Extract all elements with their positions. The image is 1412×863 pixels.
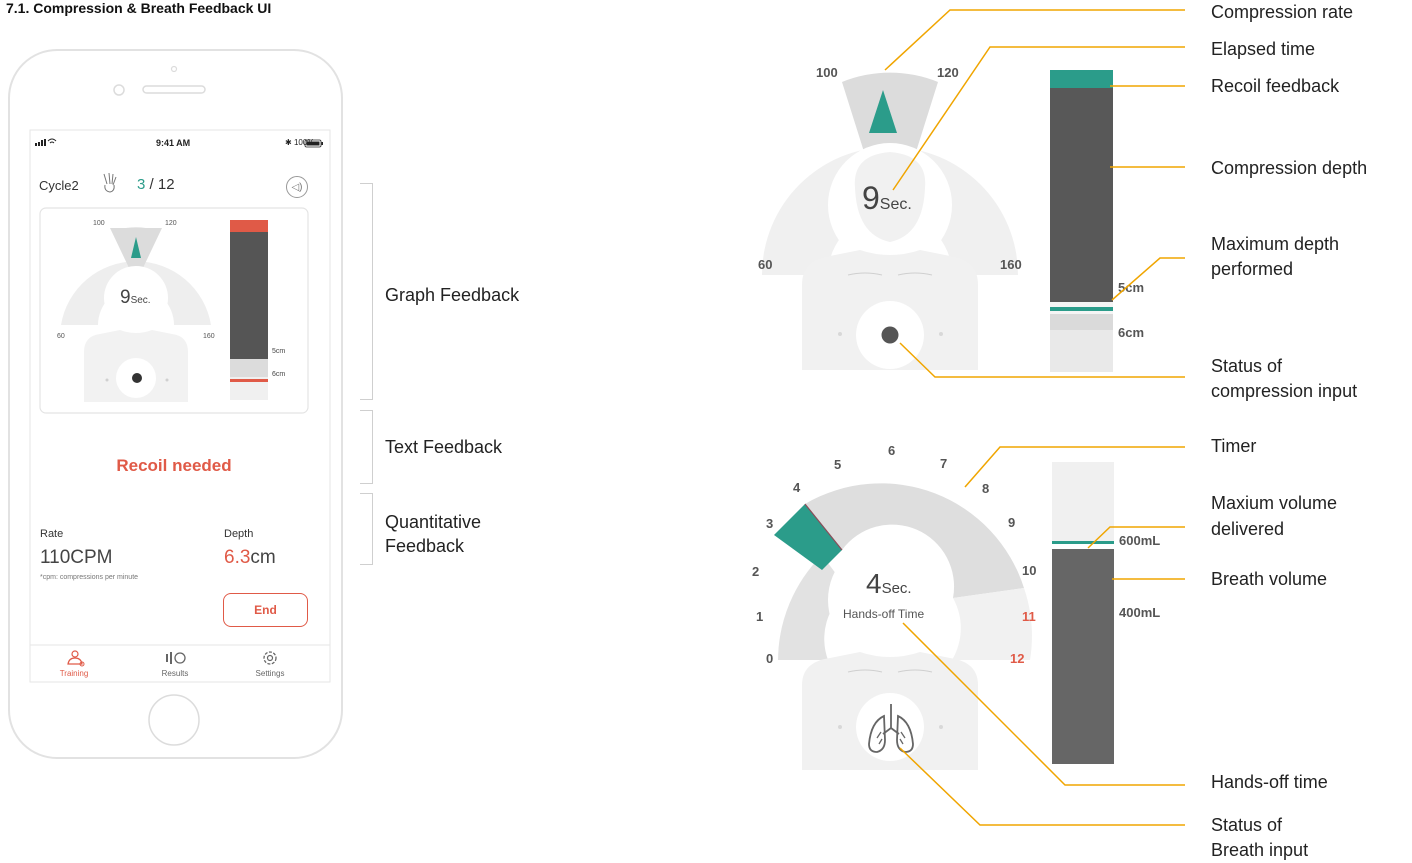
comp-depth-6cm: 6cm xyxy=(1118,325,1145,340)
lungs-icon xyxy=(868,704,914,753)
comp-elapsed: 9Sec. xyxy=(862,180,912,217)
timer-tick-6: 6 xyxy=(888,443,896,458)
breath-diagram xyxy=(774,462,1114,770)
phone-frame xyxy=(8,49,343,759)
hands-off-subtitle: Hands-off Time xyxy=(843,607,925,621)
comp-tick-100: 100 xyxy=(816,65,838,80)
depth-label: Depth xyxy=(224,528,254,540)
quant-feedback-label-1: Quantitative xyxy=(385,512,482,532)
nav-training[interactable]: Training xyxy=(49,647,99,681)
callout-max-depth-1: Maximum depth xyxy=(1211,234,1340,254)
timer-tick-9: 9 xyxy=(1008,515,1016,530)
graph-feedback-label: Graph Feedback xyxy=(385,285,520,305)
elapsed-unit: Sec. xyxy=(130,295,151,306)
depth-unit: cm xyxy=(250,547,276,568)
text-feedback-label: Text Feedback xyxy=(385,437,503,457)
rate-value: 110CPM xyxy=(40,547,113,568)
callout-hands-off-time: Hands-off time xyxy=(1211,772,1328,792)
timer-tick-2: 2 xyxy=(752,564,760,579)
callout-status-compression-1: Status of xyxy=(1211,356,1283,376)
gauge-tick-60: 60 xyxy=(57,333,65,340)
timer-tick-1: 1 xyxy=(756,609,764,624)
timer-tick-5: 5 xyxy=(834,457,842,472)
callout-max-depth-2: performed xyxy=(1211,259,1294,279)
rate-note: *cpm: compressions per minute xyxy=(40,574,139,581)
battery-label: 100% xyxy=(293,138,315,147)
nav-training-label: Training xyxy=(59,669,89,678)
text-bracket xyxy=(360,410,373,484)
results-icon xyxy=(166,652,186,664)
quant-feedback-label-2: Feedback xyxy=(385,536,465,556)
battery-percent: ✱ 100% xyxy=(285,138,314,147)
compression-count: 3 / 12 xyxy=(137,176,175,193)
callout-max-volume-1: Maxium volume xyxy=(1211,493,1338,513)
nav-results-label: Results xyxy=(161,669,189,678)
text-feedback: Recoil needed xyxy=(116,456,232,475)
callout-status-breath-1: Status of xyxy=(1211,815,1283,835)
comp-tick-60: 60 xyxy=(758,257,773,272)
callout-elapsed-time: Elapsed time xyxy=(1211,39,1316,59)
end-button[interactable]: End xyxy=(223,593,308,627)
volume-mark-600: 600mL xyxy=(1119,533,1161,548)
nav-settings[interactable]: Settings xyxy=(245,647,295,681)
hands-off-value: 4Sec. xyxy=(866,568,912,600)
timer-tick-10: 10 xyxy=(1022,563,1037,578)
depth-value: 6.3cm xyxy=(224,547,276,569)
callout-max-volume-2: delivered xyxy=(1211,519,1285,539)
quant-bracket xyxy=(360,493,373,565)
comp-tick-120: 120 xyxy=(937,65,959,80)
hands-off-unit: Sec. xyxy=(881,580,912,597)
callout-timer: Timer xyxy=(1211,436,1257,456)
page-title: 7.1. Compression & Breath Feedback UI xyxy=(6,0,272,16)
comp-depth-5cm: 5cm xyxy=(1118,280,1145,295)
callout-compression-depth: Compression depth xyxy=(1211,158,1368,178)
graph-bracket xyxy=(360,183,373,400)
volume-mark-400: 400mL xyxy=(1119,605,1161,620)
depth-number: 6.3 xyxy=(224,547,251,568)
comp-elapsed-value: 9 xyxy=(862,180,880,216)
callout-breath-volume: Breath volume xyxy=(1211,569,1328,589)
callout-recoil-feedback: Recoil feedback xyxy=(1211,76,1340,96)
timer-tick-0: 0 xyxy=(766,651,774,666)
count-total: 12 xyxy=(157,176,175,193)
callout-status-breath-2: Breath input xyxy=(1211,840,1309,860)
gauge-tick-100: 100 xyxy=(93,220,105,227)
callout-status-compression-2: compression input xyxy=(1211,381,1358,401)
gauge-tick-120: 120 xyxy=(165,220,177,227)
gauge-tick-160: 160 xyxy=(203,333,215,340)
rate-label: Rate xyxy=(40,528,64,540)
cycle-label: Cycle2 xyxy=(39,178,79,193)
cpr-icon xyxy=(67,650,85,667)
timer-tick-7: 7 xyxy=(940,456,948,471)
status-time: 9:41 AM xyxy=(156,138,191,148)
hand-icon xyxy=(103,172,117,193)
bluetooth-icon: ✱ xyxy=(285,138,292,147)
callout-compression-rate: Compression rate xyxy=(1211,2,1354,22)
depth-mark-6cm: 6cm xyxy=(272,371,286,378)
sound-icon[interactable]: ◁) xyxy=(286,176,308,198)
timer-tick-11: 11 xyxy=(1022,609,1036,624)
count-separator: / xyxy=(149,176,154,193)
nav-settings-label: Settings xyxy=(255,669,285,678)
depth-mark-5cm: 5cm xyxy=(272,348,286,355)
timer-tick-4: 4 xyxy=(793,480,801,495)
comp-tick-160: 160 xyxy=(1000,257,1022,272)
elapsed-time: 9Sec. xyxy=(120,287,151,309)
timer-tick-3: 3 xyxy=(766,516,774,531)
nav-results[interactable]: Results xyxy=(150,647,200,681)
elapsed-value: 9 xyxy=(120,287,131,308)
count-current: 3 xyxy=(137,176,146,193)
timer-tick-12: 12 xyxy=(1010,651,1025,666)
timer-tick-8: 8 xyxy=(982,481,990,496)
gear-icon xyxy=(263,651,277,665)
comp-elapsed-unit: Sec. xyxy=(879,196,912,213)
compression-diagram xyxy=(762,70,1113,372)
hands-off-number: 4 xyxy=(866,568,882,599)
